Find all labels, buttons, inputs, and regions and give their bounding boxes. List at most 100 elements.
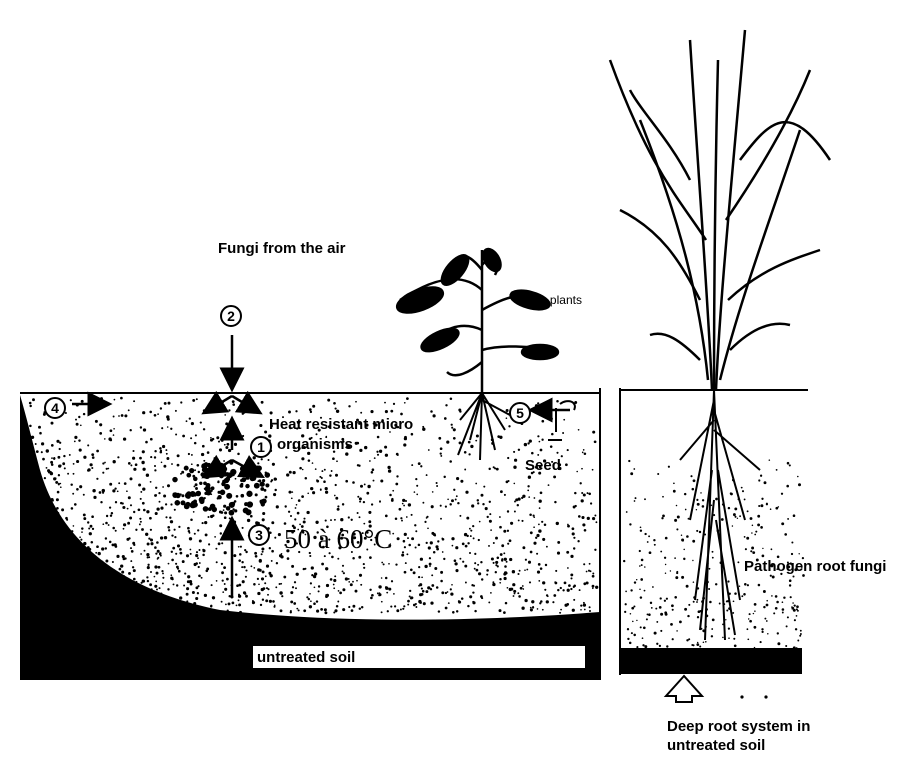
soil-particle <box>337 508 340 511</box>
heat-resistant-organisms-cluster <box>172 461 270 516</box>
organism-dot <box>240 484 244 488</box>
soil-particle <box>91 611 93 613</box>
soil-particle <box>55 481 58 484</box>
soil-particle <box>647 613 649 615</box>
soil-particle <box>697 503 700 506</box>
soil-particle <box>770 508 772 510</box>
soil-particle <box>575 505 577 507</box>
soil-particle <box>499 436 502 439</box>
soil-particle <box>161 599 163 601</box>
soil-particle <box>166 457 169 460</box>
soil-particle <box>530 608 533 611</box>
soil-particle <box>512 583 515 586</box>
soil-particle <box>162 572 164 574</box>
soil-particle <box>514 459 517 462</box>
soil-particle <box>392 490 394 492</box>
soil-particle <box>64 577 66 579</box>
soil-particle <box>239 611 242 614</box>
soil-particle <box>46 534 49 537</box>
soil-particle <box>792 602 794 604</box>
soil-particle <box>747 628 749 630</box>
soil-particle <box>338 590 340 592</box>
soil-particle <box>157 550 160 553</box>
soil-particle <box>573 586 575 588</box>
soil-particle <box>262 570 265 573</box>
soil-particle <box>594 549 596 551</box>
soil-particle <box>644 590 646 592</box>
soil-particle <box>118 415 120 417</box>
soil-particle <box>592 585 595 588</box>
soil-particle <box>352 481 355 484</box>
soil-particle <box>628 460 630 462</box>
soil-particle <box>474 553 476 555</box>
soil-particle <box>259 559 262 562</box>
soil-particle <box>258 583 260 585</box>
label-deep-root-line2: untreated soil <box>667 737 765 754</box>
soil-particle <box>101 547 104 550</box>
soil-particle <box>186 554 189 557</box>
soil-particle <box>739 586 740 587</box>
soil-particle <box>787 462 790 465</box>
soil-particle <box>529 581 531 583</box>
organism-dot <box>217 495 221 499</box>
soil-particle <box>83 513 86 516</box>
soil-particle <box>355 442 358 445</box>
soil-particle <box>86 577 89 580</box>
soil-particle <box>139 457 142 460</box>
soil-particle <box>147 543 150 546</box>
soil-particle <box>456 495 458 497</box>
soil-particle <box>89 463 92 466</box>
soil-particle <box>342 503 344 505</box>
soil-particle <box>83 517 86 520</box>
soil-particle <box>199 549 201 551</box>
soil-particle <box>692 488 695 491</box>
soil-particle <box>383 563 385 565</box>
soil-particle <box>201 577 203 579</box>
soil-particle <box>721 518 724 521</box>
soil-particle <box>766 503 768 505</box>
soil-particle <box>486 569 489 572</box>
soil-particle <box>793 514 796 517</box>
soil-particle <box>584 609 586 611</box>
soil-particle <box>181 494 184 497</box>
organism-dot <box>220 490 226 496</box>
soil-particle <box>336 460 338 462</box>
soil-particle <box>351 519 353 521</box>
soil-particle <box>58 592 60 594</box>
soil-particle <box>224 516 227 519</box>
soil-particle <box>311 574 313 576</box>
soil-particle <box>30 490 33 493</box>
soil-particle <box>533 515 535 517</box>
soil-particle <box>495 561 498 564</box>
soil-particle <box>557 552 560 555</box>
label-untreated-soil: untreated soil <box>252 645 586 669</box>
soil-particle <box>113 569 115 571</box>
soil-particle <box>141 528 144 531</box>
soil-particle <box>140 426 142 428</box>
soil-particle <box>265 496 268 499</box>
soil-particle <box>301 457 304 460</box>
soil-particle <box>180 401 182 403</box>
soil-particle <box>334 519 336 521</box>
soil-particle <box>348 606 350 608</box>
soil-particle <box>96 545 99 548</box>
soil-particle <box>422 428 425 431</box>
soil-particle <box>418 566 420 568</box>
soil-particle <box>554 501 556 503</box>
soil-particle <box>540 491 543 494</box>
soil-particle <box>690 475 692 477</box>
soil-particle <box>595 586 598 589</box>
soil-particle <box>142 487 145 490</box>
soil-particle <box>132 581 134 583</box>
soil-particle <box>214 457 216 459</box>
soil-particle <box>390 606 392 608</box>
soil-particle <box>210 515 213 518</box>
soil-particle <box>733 513 736 516</box>
soil-particle <box>135 529 137 531</box>
soil-particle <box>566 551 569 554</box>
soil-particle <box>39 606 42 609</box>
soil-particle <box>150 456 152 458</box>
soil-particle <box>132 605 134 607</box>
soil-particle <box>34 536 36 538</box>
soil-particle <box>140 553 142 555</box>
